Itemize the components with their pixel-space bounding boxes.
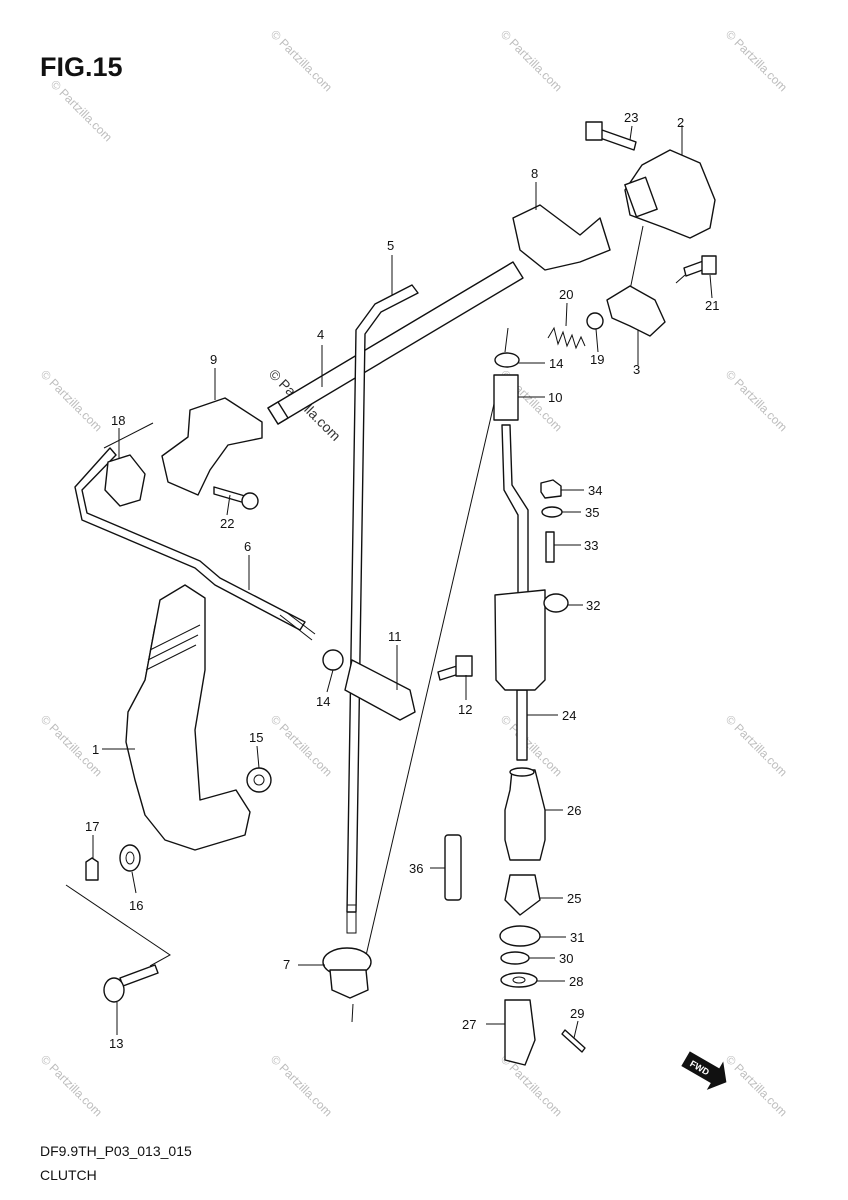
callout-20: 20 bbox=[559, 287, 573, 302]
part-25-bushing bbox=[504, 874, 541, 916]
callout-35: 35 bbox=[585, 505, 599, 520]
callout-16: 16 bbox=[129, 898, 143, 913]
callout-18: 18 bbox=[111, 413, 125, 428]
part-2-clamp-arm bbox=[624, 149, 716, 239]
part-28-washer bbox=[500, 972, 538, 988]
part-35-washer bbox=[541, 506, 563, 518]
part-30-o-ring bbox=[500, 951, 530, 965]
part-1-clutch-lever bbox=[125, 584, 251, 851]
part-6-link-rod bbox=[74, 447, 316, 641]
callout-10: 10 bbox=[548, 390, 562, 405]
callout-9: 9 bbox=[210, 352, 217, 367]
watermark: © Partzilla.com bbox=[38, 367, 105, 434]
part-26-boot bbox=[504, 767, 546, 861]
part-29-pin bbox=[561, 1029, 586, 1053]
callout-15: 15 bbox=[249, 730, 263, 745]
part-8-clutch-arm bbox=[512, 204, 611, 271]
part-14-collar-lower bbox=[322, 649, 344, 671]
watermark: © Partzilla.com bbox=[723, 1052, 790, 1119]
callout-36: 36 bbox=[409, 861, 423, 876]
part-14-collar-upper bbox=[494, 352, 520, 368]
callout-25: 25 bbox=[567, 891, 581, 906]
part-5-rod bbox=[346, 284, 419, 934]
figure-code: DF9.9TH_P03_013_015 bbox=[40, 1143, 192, 1159]
part-11-lever bbox=[344, 659, 416, 721]
callout-11: 11 bbox=[388, 629, 402, 644]
figure-name: CLUTCH bbox=[40, 1167, 97, 1183]
watermark: © Partzilla.com bbox=[38, 1052, 105, 1119]
watermark: © Partzilla.com bbox=[498, 1052, 565, 1119]
callout-26: 26 bbox=[567, 803, 581, 818]
callout-23: 23 bbox=[624, 110, 638, 125]
leader-lines bbox=[92, 125, 713, 1039]
watermark: © Partzilla.com bbox=[498, 27, 565, 94]
callout-14-upper: 14 bbox=[549, 356, 563, 371]
figure-title: FIG.15 bbox=[40, 52, 123, 82]
part-13-pin bbox=[103, 964, 159, 1003]
watermark: © Partzilla.com bbox=[723, 27, 790, 94]
part-7-grommet bbox=[322, 947, 372, 999]
callout-19: 19 bbox=[590, 352, 604, 367]
part-23-bolt bbox=[585, 121, 637, 151]
callout-30: 30 bbox=[559, 951, 573, 966]
watermark: © Partzilla.com bbox=[48, 77, 115, 144]
part-3-plate bbox=[606, 285, 666, 337]
callout-29: 29 bbox=[570, 1006, 584, 1021]
assembly-guide-lines bbox=[65, 225, 686, 1023]
callout-3: 3 bbox=[633, 362, 640, 377]
part-10-joint bbox=[493, 374, 519, 421]
part-27-shift-cam bbox=[504, 999, 536, 1066]
callout-5: 5 bbox=[387, 238, 394, 253]
part-20-spring bbox=[547, 326, 586, 350]
callout-14-lower: 14 bbox=[316, 694, 330, 709]
part-36-pin bbox=[444, 834, 462, 901]
callout-34: 34 bbox=[588, 483, 602, 498]
watermark: © Partzilla.com bbox=[268, 27, 335, 94]
callout-4: 4 bbox=[317, 327, 324, 342]
fwd-arrow-icon: FWD bbox=[681, 1051, 727, 1090]
part-34-nut bbox=[540, 479, 562, 499]
callout-8: 8 bbox=[531, 166, 538, 181]
part-18-clip bbox=[104, 454, 146, 507]
callout-21: 21 bbox=[705, 298, 719, 313]
callout-7: 7 bbox=[283, 957, 290, 972]
watermark: © Partzilla.com bbox=[268, 1052, 335, 1119]
callout-27: 27 bbox=[462, 1017, 476, 1032]
part-15-washer bbox=[246, 767, 272, 793]
part-19-ball bbox=[586, 312, 604, 330]
part-32-housing bbox=[494, 589, 569, 691]
part-16-washer bbox=[119, 844, 141, 872]
callout-12: 12 bbox=[458, 702, 472, 717]
part-9-bracket bbox=[161, 397, 263, 496]
callout-labels: 1 2 3 4 5 6 7 8 9 10 11 12 13 14 14 15 1… bbox=[85, 110, 719, 1051]
callout-28: 28 bbox=[569, 974, 583, 989]
part-22-bolt bbox=[213, 486, 259, 510]
callout-24: 24 bbox=[562, 708, 576, 723]
callout-6: 6 bbox=[244, 539, 251, 554]
callout-17: 17 bbox=[85, 819, 99, 834]
callout-1: 1 bbox=[92, 742, 99, 757]
part-12-bolt bbox=[437, 655, 473, 681]
watermark: © Partzilla.com bbox=[268, 712, 335, 779]
watermark: © Partzilla.com bbox=[723, 367, 790, 434]
callout-33: 33 bbox=[584, 538, 598, 553]
callout-32: 32 bbox=[586, 598, 600, 613]
watermark: © Partzilla.com bbox=[723, 712, 790, 779]
callout-2: 2 bbox=[677, 115, 684, 130]
part-33-stud bbox=[545, 531, 555, 563]
part-21-bolt bbox=[683, 255, 717, 277]
callout-22: 22 bbox=[220, 516, 234, 531]
callout-13: 13 bbox=[109, 1036, 123, 1051]
part-31-o-ring bbox=[499, 925, 541, 947]
part-17-nut bbox=[85, 857, 99, 881]
callout-31: 31 bbox=[570, 930, 584, 945]
part-4-shift-shaft bbox=[267, 261, 524, 425]
